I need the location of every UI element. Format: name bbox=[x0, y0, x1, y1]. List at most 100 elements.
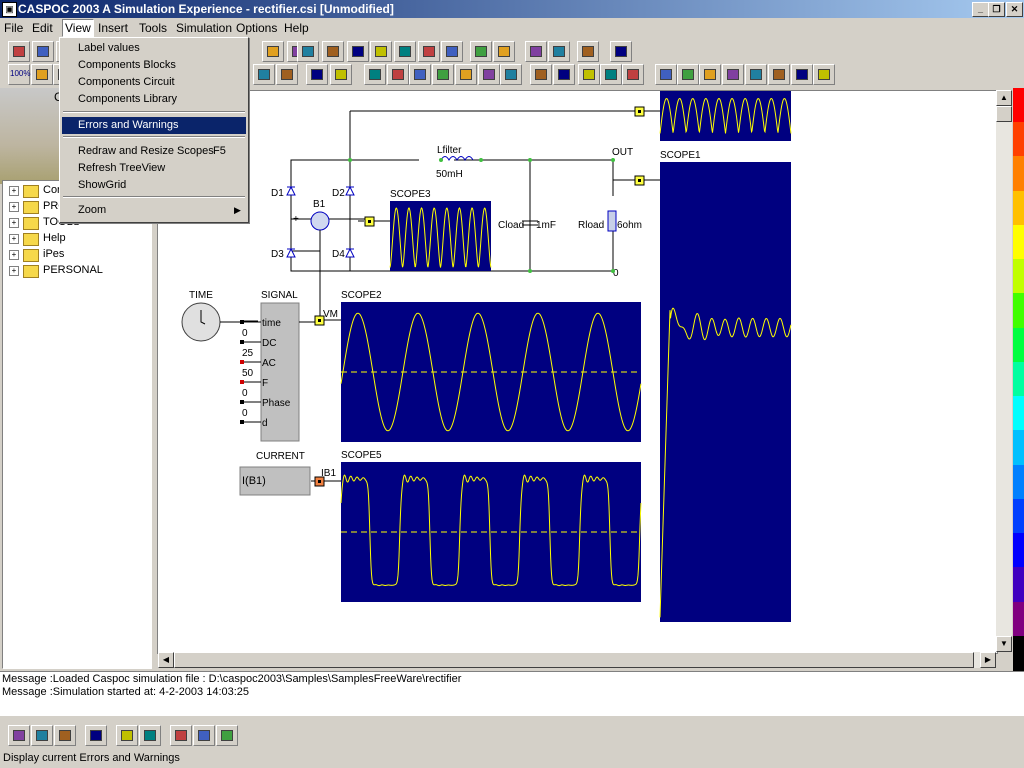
import-button[interactable] bbox=[548, 41, 570, 62]
expand-button[interactable] bbox=[655, 64, 677, 85]
switch-button[interactable] bbox=[409, 64, 431, 85]
port-terminal[interactable] bbox=[240, 320, 244, 324]
palette-swatch[interactable] bbox=[1013, 601, 1024, 637]
output-button[interactable] bbox=[493, 41, 515, 62]
palette-swatch[interactable] bbox=[1013, 635, 1024, 671]
line-button[interactable] bbox=[322, 41, 344, 62]
palette-swatch[interactable] bbox=[1013, 533, 1024, 569]
folder-button[interactable] bbox=[193, 725, 215, 746]
port-terminal[interactable] bbox=[240, 420, 244, 424]
resistor-rload[interactable] bbox=[607, 210, 617, 232]
counter-button[interactable] bbox=[478, 64, 500, 85]
probe-button[interactable] bbox=[306, 64, 328, 85]
menu-view[interactable]: View bbox=[62, 19, 94, 37]
run-button[interactable] bbox=[699, 64, 721, 85]
node-button[interactable] bbox=[530, 64, 552, 85]
color-palette-bar[interactable] bbox=[1013, 88, 1024, 671]
wire-button[interactable] bbox=[297, 41, 319, 62]
palette-swatch[interactable] bbox=[1013, 122, 1024, 158]
palette-swatch[interactable] bbox=[1013, 327, 1024, 363]
view-menu-zoom[interactable]: Zoom▶ bbox=[62, 202, 246, 219]
scroll-down-button[interactable]: ▼ bbox=[996, 636, 1012, 652]
current-block[interactable] bbox=[239, 466, 311, 496]
clock-button[interactable] bbox=[578, 64, 600, 85]
port-terminal[interactable] bbox=[240, 360, 244, 364]
diode-button[interactable] bbox=[364, 64, 386, 85]
chip2-button[interactable] bbox=[768, 64, 790, 85]
port-terminal[interactable] bbox=[240, 340, 244, 344]
palette-swatch[interactable] bbox=[1013, 88, 1024, 124]
minimize-button[interactable]: _ bbox=[972, 2, 989, 17]
list-button[interactable] bbox=[394, 41, 416, 62]
palette-swatch[interactable] bbox=[1013, 464, 1024, 500]
tree2-button[interactable] bbox=[139, 725, 161, 746]
horizontal-scrollbar[interactable]: ◀ ▶ bbox=[158, 652, 996, 668]
menu-edit[interactable]: Edit bbox=[32, 21, 53, 35]
view-menu-refresh-treeview[interactable]: Refresh TreeView bbox=[62, 160, 246, 177]
globe-button[interactable] bbox=[276, 64, 298, 85]
expand-icon[interactable]: + bbox=[9, 186, 19, 196]
measure-button[interactable] bbox=[370, 41, 392, 62]
scroll-up-button[interactable]: ▲ bbox=[996, 90, 1012, 106]
zoom-fit-button[interactable] bbox=[31, 64, 53, 85]
port-terminal[interactable] bbox=[240, 380, 244, 384]
menu-help[interactable]: Help bbox=[284, 21, 309, 35]
scroll-thumb-horizontal[interactable] bbox=[174, 652, 974, 668]
palette-swatch[interactable] bbox=[1013, 396, 1024, 432]
source-button[interactable] bbox=[387, 64, 409, 85]
palette-swatch[interactable] bbox=[1013, 259, 1024, 295]
refresh-button[interactable] bbox=[85, 725, 107, 746]
scope5[interactable]: SCOPE5 bbox=[340, 450, 642, 602]
view-menu-components-library[interactable]: Components Library bbox=[62, 91, 246, 108]
align-button[interactable] bbox=[441, 41, 463, 62]
scope2[interactable]: SCOPE2 bbox=[340, 290, 642, 442]
scope3[interactable]: SCOPE3 bbox=[389, 189, 492, 271]
tree-button[interactable] bbox=[418, 41, 440, 62]
zoom-100-button[interactable]: 100% bbox=[8, 64, 30, 85]
diode-d3[interactable] bbox=[286, 247, 296, 258]
view-menu-showgrid[interactable]: ShowGrid bbox=[62, 177, 246, 194]
diode-d4[interactable] bbox=[345, 247, 355, 258]
palette-swatch[interactable] bbox=[1013, 224, 1024, 261]
input-arrow-button[interactable] bbox=[470, 41, 492, 62]
table-button[interactable] bbox=[813, 64, 835, 85]
dotted-grid-button[interactable] bbox=[553, 64, 575, 85]
chip-button[interactable] bbox=[54, 725, 76, 746]
step-button[interactable] bbox=[722, 64, 744, 85]
diode-d1[interactable] bbox=[286, 185, 296, 196]
expand-icon[interactable]: + bbox=[9, 218, 19, 228]
source-b1[interactable] bbox=[310, 211, 330, 231]
palette-swatch[interactable] bbox=[1013, 567, 1024, 603]
copy-button[interactable] bbox=[577, 41, 599, 62]
palette-swatch[interactable] bbox=[1013, 361, 1024, 398]
palette-swatch[interactable] bbox=[1013, 430, 1024, 466]
signal-block[interactable] bbox=[260, 302, 300, 442]
maximize-button[interactable]: ❐ bbox=[988, 2, 1005, 17]
expand-icon[interactable]: + bbox=[9, 234, 19, 244]
scope-probe-button[interactable] bbox=[500, 64, 522, 85]
menu-simulation[interactable]: Simulation bbox=[176, 21, 233, 35]
scope-top[interactable] bbox=[659, 91, 792, 141]
view-menu-components-blocks[interactable]: Components Blocks bbox=[62, 57, 246, 74]
diode-d2[interactable] bbox=[345, 185, 355, 196]
tree-view[interactable]: +Cor+PRO+TOOLS+Help+iPes+PERSONAL bbox=[2, 180, 152, 669]
palette-swatch[interactable] bbox=[1013, 190, 1024, 226]
tree-button[interactable] bbox=[116, 725, 138, 746]
close-button[interactable]: ✕ bbox=[1006, 2, 1023, 17]
palette-swatch[interactable] bbox=[1013, 156, 1024, 192]
expand-icon[interactable]: + bbox=[9, 266, 19, 276]
view-menu-label-values[interactable]: Label values bbox=[62, 40, 246, 57]
block-button[interactable] bbox=[262, 41, 284, 62]
meter-button[interactable] bbox=[455, 64, 477, 85]
new-button[interactable] bbox=[8, 41, 30, 62]
image-button[interactable] bbox=[170, 725, 192, 746]
inductor-lfilter[interactable] bbox=[440, 156, 474, 162]
port-terminal[interactable] bbox=[240, 400, 244, 404]
menu-insert[interactable]: Insert bbox=[98, 21, 129, 35]
gauge-button[interactable] bbox=[622, 64, 644, 85]
menu-tools[interactable]: Tools bbox=[139, 21, 168, 35]
scroll-left-button[interactable]: ◀ bbox=[158, 652, 174, 668]
text-label-button[interactable] bbox=[330, 64, 352, 85]
